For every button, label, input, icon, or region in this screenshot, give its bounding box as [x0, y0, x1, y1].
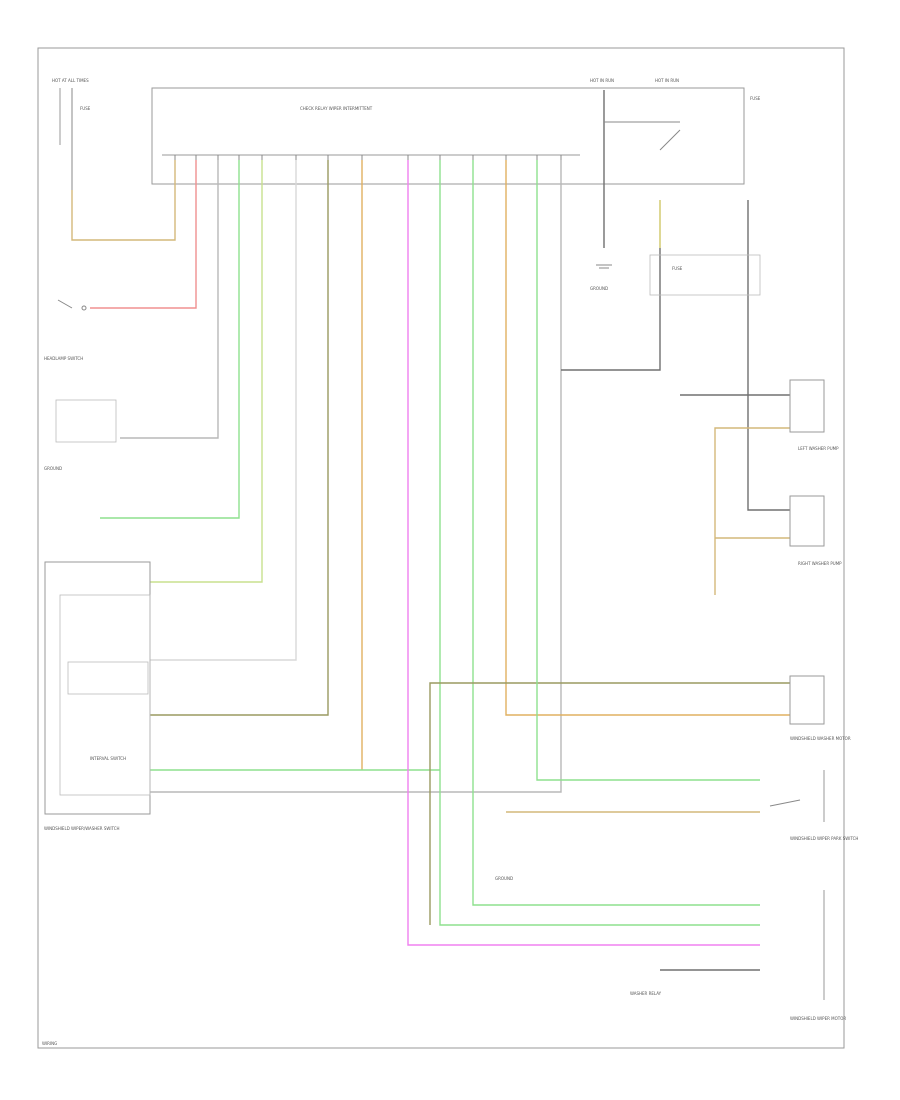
- wire-orange-right: [505, 160, 790, 716]
- washer-relay-label: WASHER RELAY: [630, 991, 662, 996]
- ground-center: GROUND: [590, 264, 612, 291]
- ground-label-left: GROUND: [44, 466, 62, 471]
- interval-switch-box: [67, 661, 149, 695]
- hot-in-run-label-right: HOT IN RUN: [655, 78, 679, 83]
- wire-black-right: [561, 200, 661, 371]
- wire-black-far-right: [747, 200, 790, 511]
- wire-gray-bottom: [150, 160, 562, 793]
- wire-olive-right: [429, 682, 790, 925]
- wiper-park-switch-label: WINDSHIELD WIPER PARK SWITCH: [790, 836, 858, 841]
- hot-in-run-label-top: HOT IN RUN: [590, 78, 614, 83]
- wires: [71, 90, 790, 971]
- wiper-washer-switch-box: [44, 561, 151, 815]
- washer-motor: WINDSHIELD WASHER MOTOR: [789, 675, 851, 741]
- left-washer-pump-box: [789, 379, 825, 433]
- wire-green-park: [536, 160, 760, 781]
- headlamp-switch-label: HEADLAMP SWITCH: [44, 356, 83, 361]
- wiper-washer-switch-inner: [59, 594, 151, 796]
- ground-label-center: GROUND: [590, 286, 608, 291]
- hot-at-all-times-label-left: HOT AT ALL TIMES: [52, 78, 89, 83]
- washer-motor-label: WINDSHIELD WASHER MOTOR: [790, 736, 851, 741]
- relay-title: CHECK RELAY WIPER INTERMITTENT: [300, 106, 373, 111]
- fuse-label-right: FUSE: [750, 96, 761, 101]
- wire-yellowgreen: [150, 160, 263, 583]
- wiper-motor-label: WINDSHIELD WIPER MOTOR: [790, 1016, 846, 1021]
- wiper-park-switch: WINDSHIELD WIPER PARK SWITCH: [769, 770, 858, 841]
- footer-text: WIRING: [42, 1041, 57, 1046]
- wire-gray-switch: [120, 160, 219, 439]
- right-washer-pump-label: RIGHT WASHER PUMP: [798, 561, 842, 566]
- wire-lightgray: [150, 160, 297, 661]
- fuse-left: HOT AT ALL TIMES FUSE: [52, 78, 91, 190]
- wire-green-1: [100, 160, 240, 519]
- fuse-label-center: FUSE: [672, 266, 683, 271]
- relay-box: [151, 87, 745, 185]
- wire-green-3: [472, 160, 760, 906]
- wire-tan-washer: [714, 427, 790, 595]
- washer-pumps: LEFT WASHER PUMP RIGHT WASHER PUMP: [789, 379, 842, 566]
- wire-red-headlamp: [90, 160, 197, 309]
- headlamp-switch: HEADLAMP SWITCH: [44, 299, 87, 361]
- left-washer-pump-label: LEFT WASHER PUMP: [798, 446, 839, 451]
- wiper-washer-switch-label: WINDSHIELD WIPER/WASHER SWITCH: [44, 826, 120, 831]
- right-washer-pump-box: [789, 495, 825, 547]
- left-switch-box: [55, 399, 117, 443]
- relay-pin-stubs: [174, 155, 562, 232]
- interval-switch-label: INTERVAL SWITCH: [90, 756, 126, 761]
- fuse-label-left: FUSE: [80, 106, 91, 111]
- wire-green-2: [439, 160, 760, 926]
- wire-tan-top: [71, 160, 176, 241]
- diagram-frame: [37, 47, 845, 1049]
- wire-pink: [407, 160, 760, 946]
- wiper-motor: WINDSHIELD WIPER MOTOR: [790, 890, 846, 1021]
- wire-olive: [150, 160, 329, 716]
- fuse-right: HOT IN RUN HOT IN RUN FUSE: [590, 78, 761, 151]
- fuse-center: FUSE: [649, 254, 761, 296]
- ground-label-bottom: GROUND: [495, 876, 513, 881]
